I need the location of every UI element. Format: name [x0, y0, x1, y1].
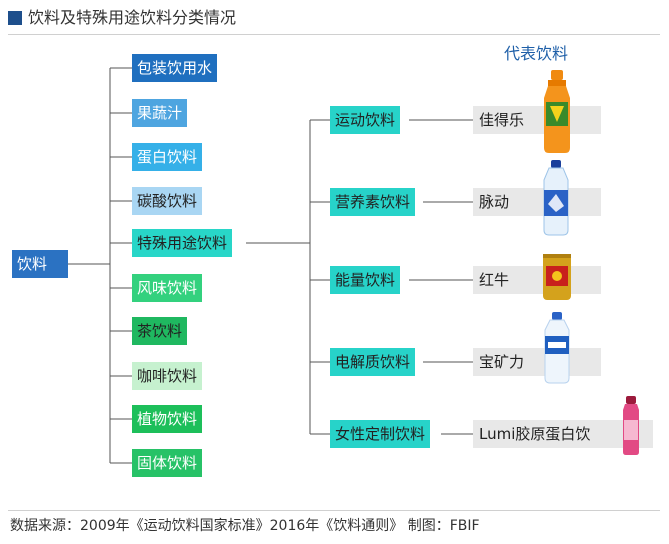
special-drink-node: 营养素饮料	[330, 188, 416, 216]
special-drink-node: 运动饮料	[330, 106, 401, 134]
special-drink-node: 电解质饮料	[330, 348, 416, 376]
category-node: 碳酸饮料	[132, 187, 203, 215]
category-node: 固体饮料	[132, 449, 203, 477]
category-node: 咖啡饮料	[132, 362, 203, 390]
category-node: 包装饮用水	[132, 54, 218, 82]
category-node: 植物饮料	[132, 405, 203, 433]
title-marker	[8, 11, 22, 25]
category-node: 茶饮料	[132, 317, 188, 345]
brand-label: 红牛	[473, 266, 601, 294]
water-bottle-icon	[543, 160, 569, 236]
collagen-vial-icon	[623, 396, 639, 455]
title-divider	[8, 34, 660, 35]
brand-label: 佳得乐	[473, 106, 601, 134]
category-node: 果蔬汁	[132, 99, 188, 127]
special-drink-node: 女性定制饮料	[330, 420, 431, 448]
special-drink-node: 能量饮料	[330, 266, 401, 294]
category-node: 蛋白饮料	[132, 143, 203, 171]
energy-drink-can-icon	[543, 254, 571, 300]
source-note: 数据来源：2009年《运动饮料国家标准》2016年《饮料通则》 制图：FBIF	[10, 518, 480, 534]
electrolyte-bottle-icon	[544, 312, 570, 384]
footer-divider	[8, 510, 660, 511]
root-node: 饮料	[12, 250, 68, 278]
sports-drink-bottle-icon	[544, 70, 570, 153]
brand-label: 宝矿力	[473, 348, 601, 376]
category-node: 风味饮料	[132, 274, 203, 302]
representative-header: 代表饮料	[504, 44, 569, 63]
category-node-special: 特殊用途饮料	[132, 229, 233, 257]
page-title: 饮料及特殊用途饮料分类情况	[28, 8, 237, 27]
brand-label: 脉动	[473, 188, 601, 216]
